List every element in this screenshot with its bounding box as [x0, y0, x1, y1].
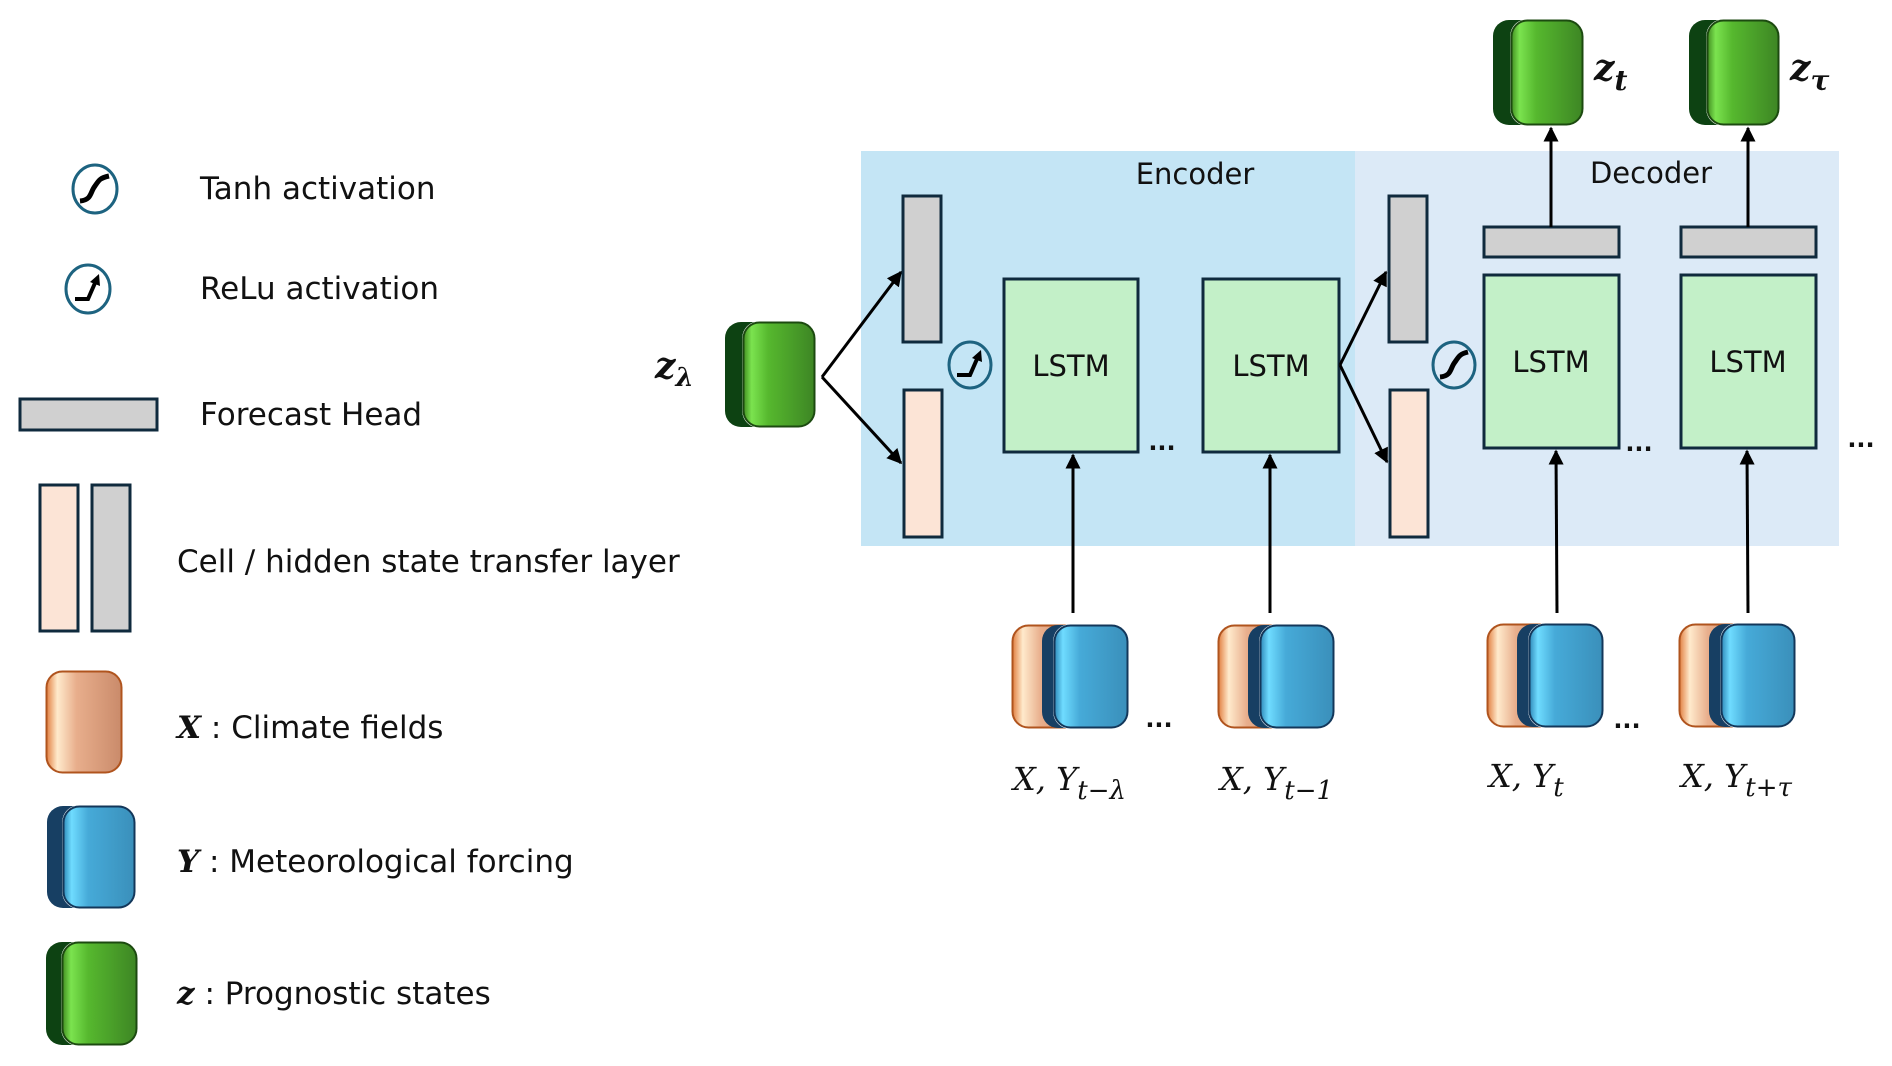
forecast-head: [1679, 225, 1818, 259]
output-state-tile: [1689, 19, 1780, 126]
ellipsis: ...: [1613, 706, 1640, 734]
initial-state-tile: [725, 321, 816, 428]
output-state-tile: [1493, 19, 1584, 126]
input-label-subscript: t−1: [1284, 776, 1333, 806]
encoder-label: Encoder: [1136, 157, 1255, 191]
input-label: X, Yt−1: [1217, 760, 1333, 806]
input-label: X, Yt+τ: [1678, 757, 1792, 803]
ellipsis: ...: [1145, 705, 1172, 733]
forecast-head: [1482, 225, 1621, 259]
input-tile-pair: [1011, 624, 1129, 729]
forecast-head-icon: [18, 397, 159, 432]
input-tile-pair: [1486, 623, 1604, 728]
output-state-subscript: t: [1614, 64, 1627, 97]
forcing-front-layer: [1720, 623, 1796, 728]
forcing-front-layer: [1053, 624, 1129, 729]
encoder-lstm-cell: LSTM: [1201, 277, 1341, 454]
input-tile-pair: [1678, 623, 1796, 728]
climate-fields-tile-icon: [45, 670, 123, 774]
tile-front-layer: [742, 321, 816, 428]
input-label: X, Yt−λ: [1010, 760, 1126, 806]
tile-front-layer: [62, 805, 136, 909]
initial-state-label: zλ: [654, 345, 694, 393]
encoder-lstm-label: LSTM: [1032, 349, 1109, 383]
legend: Tanh activation ReLu activation Forecast…: [18, 163, 680, 1046]
legend-transfer-label: Cell / hidden state transfer layer: [177, 544, 680, 580]
tanh-activation-icon: [71, 163, 119, 215]
input-arrow: [1739, 449, 1755, 614]
encoder-split-arrow-up: [820, 270, 903, 378]
legend-relu-label: ReLu activation: [200, 271, 439, 307]
legend-x-symbol: X: [175, 710, 203, 746]
legend-tanh-label: Tanh activation: [199, 171, 435, 207]
legend-x-label: X : Climate fields: [175, 710, 443, 746]
output-state-subscript: τ: [1810, 64, 1829, 97]
input-label-subscript: t: [1553, 773, 1564, 803]
input-arrow: [1548, 449, 1564, 614]
meteorological-forcing-tile-icon: [47, 805, 136, 909]
tile-front-layer: [1510, 19, 1584, 126]
input-label-main: X, Y: [1678, 757, 1748, 795]
legend-y-label: Y : Meteorological forcing: [177, 844, 574, 880]
legend-z-text: : Prognostic states: [195, 976, 491, 1012]
input-label-main: X, Y: [1486, 757, 1556, 795]
initial-state-symbol: z: [654, 345, 677, 387]
initial-state-subscript: λ: [674, 363, 693, 393]
tile-front-layer: [45, 670, 123, 774]
decoder-cell-transfer-layer: [1388, 388, 1430, 539]
legend-z-symbol: z: [176, 976, 196, 1012]
ellipsis: ...: [1625, 429, 1652, 457]
input-label-subscript: t−λ: [1077, 776, 1126, 806]
legend-y-symbol: Y: [177, 844, 202, 880]
encoder-split-arrow-down: [820, 375, 903, 465]
legend-z-label: z : Prognostic states: [176, 976, 491, 1012]
decoder-label: Decoder: [1590, 156, 1712, 190]
output-state-symbol: z: [1789, 47, 1812, 89]
decoder-hidden-transfer-layer: [1387, 194, 1429, 344]
legend-x-text: : Climate fields: [201, 710, 443, 746]
legend-head-label: Forecast Head: [200, 397, 422, 433]
ellipsis: ...: [1148, 428, 1175, 456]
forcing-front-layer: [1528, 623, 1604, 728]
relu-activation-icon: [947, 340, 993, 390]
relu-activation-icon: [64, 263, 112, 315]
input-label-main: X, Y: [1010, 760, 1080, 798]
decoder-lstm-label: LSTM: [1512, 345, 1589, 379]
input-label-main: X, Y: [1217, 760, 1287, 798]
output-state-label: zt: [1593, 47, 1627, 97]
prognostic-states-tile-icon: [46, 941, 138, 1046]
decoder-split-arrow-up: [1338, 270, 1388, 366]
output-state-symbol: z: [1593, 47, 1616, 89]
tanh-activation-icon: [1431, 340, 1477, 390]
encoder-hidden-transfer-layer: [901, 194, 943, 344]
state-transfer-layer-icon: [38, 483, 132, 633]
input-label: X, Yt: [1486, 757, 1564, 803]
encoder-cell-transfer-layer: [902, 388, 944, 539]
legend-y-text: : Meteorological forcing: [199, 844, 574, 880]
tile-front-layer: [61, 941, 138, 1046]
input-tile-pair: [1217, 624, 1335, 729]
encoder-lstm-label: LSTM: [1232, 349, 1309, 383]
input-label-subscript: t+τ: [1745, 773, 1792, 803]
output-state-label: zτ: [1789, 47, 1829, 97]
decoder-lstm-cell: LSTM: [1679, 273, 1818, 450]
encoder-lstm-cell: LSTM: [1002, 277, 1140, 454]
forcing-front-layer: [1259, 624, 1335, 729]
decoder-split-arrow-down: [1338, 364, 1389, 464]
tile-front-layer: [1706, 19, 1780, 126]
decoder-lstm-label: LSTM: [1709, 345, 1786, 379]
decoder-lstm-cell: LSTM: [1482, 273, 1621, 450]
ellipsis: ...: [1847, 425, 1874, 453]
